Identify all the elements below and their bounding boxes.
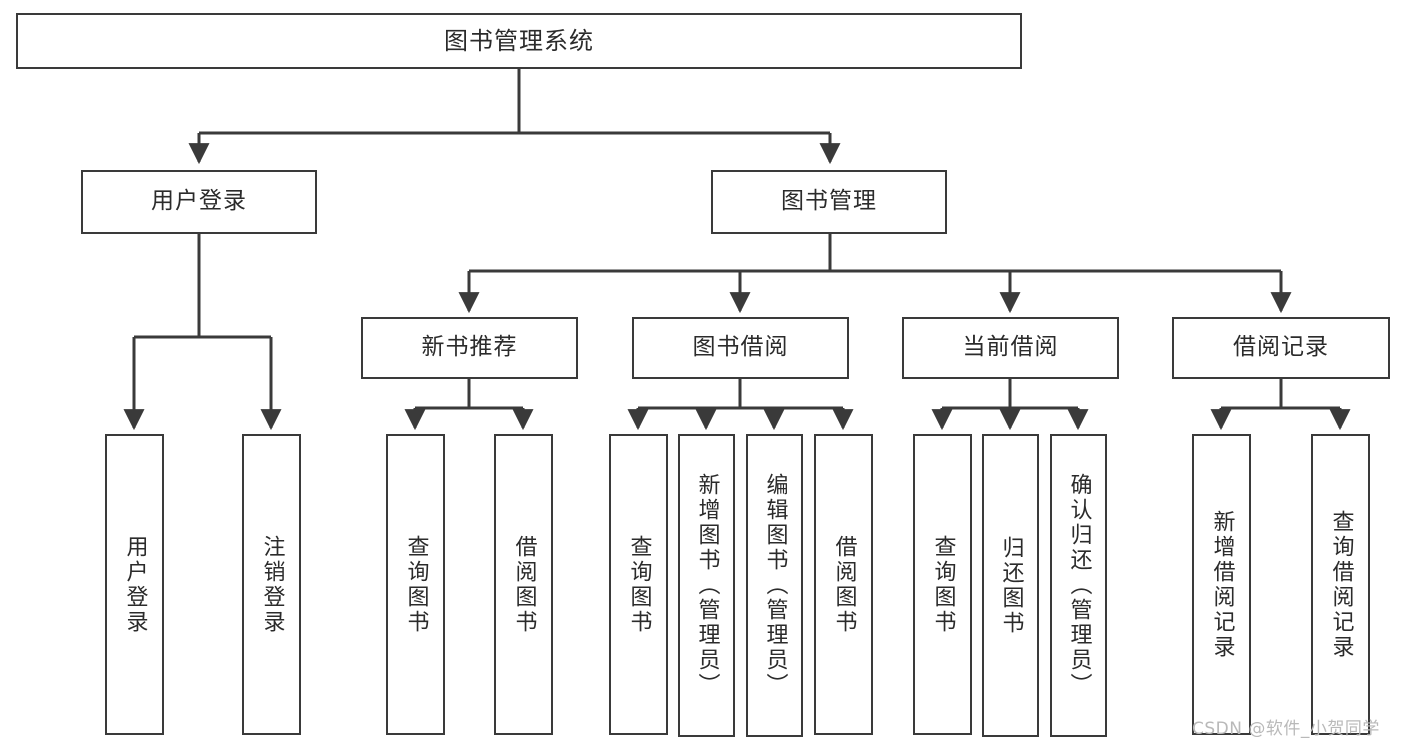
node-book-management[interactable]: 图书管理 xyxy=(711,170,947,234)
node-leaf-query-book-current[interactable]: 查询图书 xyxy=(913,434,972,735)
node-leaf-borrow-book-recommendation[interactable]: 借阅图书 xyxy=(494,434,553,735)
node-root-book-management-system[interactable]: 图书管理系统 xyxy=(16,13,1022,69)
node-leaf-edit-book-admin[interactable]: 编辑图书（管理员） xyxy=(746,434,803,737)
node-label: 编辑图书（管理员） xyxy=(762,473,788,698)
node-label: 新书推荐 xyxy=(421,334,518,361)
node-current-borrowing[interactable]: 当前借阅 xyxy=(902,317,1119,379)
csdn-watermark: CSDN @软件_小贺同学 xyxy=(1192,719,1380,739)
node-label: 图书借阅 xyxy=(692,334,789,361)
node-label: 借阅图书 xyxy=(831,534,857,635)
node-label: 用户登录 xyxy=(151,188,247,215)
node-user-login[interactable]: 用户登录 xyxy=(81,170,317,234)
node-label: 当前借阅 xyxy=(962,334,1059,361)
node-leaf-query-borrow-record[interactable]: 查询借阅记录 xyxy=(1311,434,1370,735)
node-leaf-return-book[interactable]: 归还图书 xyxy=(982,434,1039,737)
node-leaf-borrow-book[interactable]: 借阅图书 xyxy=(814,434,873,735)
node-leaf-query-book-borrowing[interactable]: 查询图书 xyxy=(609,434,668,735)
node-label: 图书管理系统 xyxy=(444,26,594,55)
node-label: 查询借阅记录 xyxy=(1328,509,1354,660)
node-label: 图书管理 xyxy=(781,188,877,215)
node-label: 注销登录 xyxy=(259,534,285,635)
node-label: 借阅记录 xyxy=(1233,334,1329,361)
node-leaf-add-borrow-record[interactable]: 新增借阅记录 xyxy=(1192,434,1251,735)
node-label: 归还图书 xyxy=(998,535,1024,636)
node-label: 新增图书（管理员） xyxy=(694,473,720,698)
node-label: 查询图书 xyxy=(403,534,429,635)
node-label: 查询图书 xyxy=(930,534,956,635)
node-leaf-user-login[interactable]: 用户登录 xyxy=(105,434,164,735)
node-leaf-query-book-recommendation[interactable]: 查询图书 xyxy=(386,434,445,735)
node-label: 确认归还（管理员） xyxy=(1066,473,1092,698)
node-borrowing-record[interactable]: 借阅记录 xyxy=(1172,317,1390,379)
node-label: 查询图书 xyxy=(626,534,652,635)
node-leaf-logout[interactable]: 注销登录 xyxy=(242,434,301,735)
node-label: 用户登录 xyxy=(122,534,148,635)
node-book-borrowing[interactable]: 图书借阅 xyxy=(632,317,849,379)
node-label: 新增借阅记录 xyxy=(1209,509,1235,660)
node-leaf-add-book-admin[interactable]: 新增图书（管理员） xyxy=(678,434,735,737)
node-label: 借阅图书 xyxy=(511,534,537,635)
node-new-book-recommendation[interactable]: 新书推荐 xyxy=(361,317,578,379)
node-leaf-confirm-return-admin[interactable]: 确认归还（管理员） xyxy=(1050,434,1107,737)
